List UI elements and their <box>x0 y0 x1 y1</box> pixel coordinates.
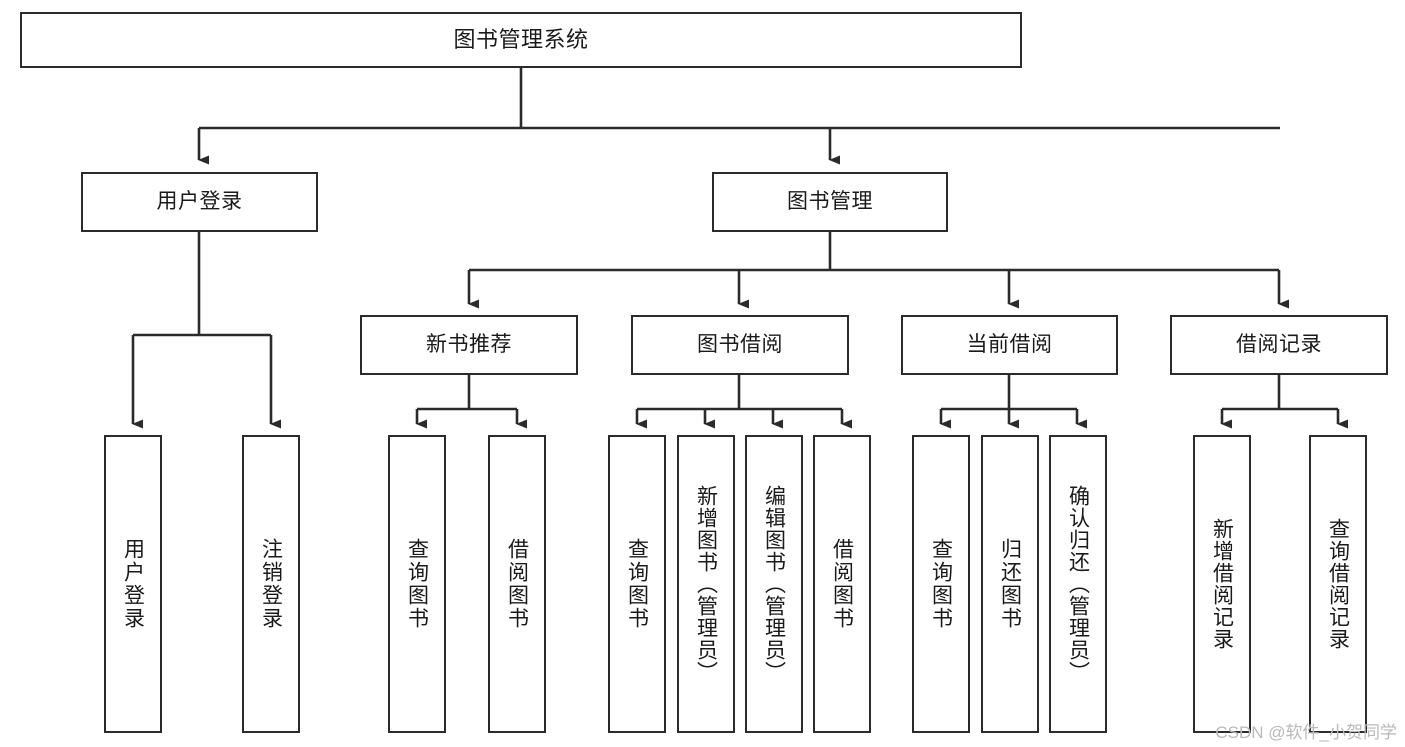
node-label: 当前借阅 <box>966 333 1053 357</box>
node-book-borrow[interactable]: 图书借阅 <box>631 315 849 375</box>
node-label: 新增图书（管理员） <box>694 485 718 683</box>
node-label: 图书管理系统 <box>453 26 589 52</box>
node-user-login[interactable]: 用户登录 <box>81 172 318 232</box>
node-label: 查询图书 <box>625 538 649 630</box>
node-label: 查询图书 <box>405 538 429 630</box>
node-borrow-record[interactable]: 借阅记录 <box>1170 315 1388 375</box>
node-leaf-confirm-return-admin[interactable]: 确认归还（管理员） <box>1049 435 1107 733</box>
node-label: 借阅记录 <box>1236 333 1322 357</box>
node-book-management[interactable]: 图书管理 <box>712 172 948 232</box>
node-label: 确认归还（管理员） <box>1066 485 1090 683</box>
node-leaf-user-login[interactable]: 用户登录 <box>104 435 162 733</box>
node-leaf-logout[interactable]: 注销登录 <box>242 435 300 733</box>
node-leaf-query-borrow-record[interactable]: 查询借阅记录 <box>1309 435 1367 733</box>
node-leaf-query-book-current[interactable]: 查询图书 <box>912 435 970 733</box>
node-label: 新书推荐 <box>426 333 512 357</box>
node-label: 查询借阅记录 <box>1326 518 1350 650</box>
node-leaf-edit-book-admin[interactable]: 编辑图书（管理员） <box>745 435 803 733</box>
node-leaf-query-book-borrow[interactable]: 查询图书 <box>608 435 666 733</box>
node-new-book-recommend[interactable]: 新书推荐 <box>360 315 578 375</box>
node-leaf-borrow-book-recommend[interactable]: 借阅图书 <box>488 435 546 733</box>
node-leaf-add-book-admin[interactable]: 新增图书（管理员） <box>677 435 735 733</box>
node-label: 图书管理 <box>787 190 873 214</box>
node-leaf-borrow-book[interactable]: 借阅图书 <box>813 435 871 733</box>
node-label: 借阅图书 <box>505 538 529 630</box>
node-label: 用户登录 <box>156 190 243 214</box>
node-label: 借阅图书 <box>830 538 854 630</box>
node-label: 查询图书 <box>929 538 953 630</box>
node-label: 注销登录 <box>259 538 283 630</box>
node-label: 编辑图书（管理员） <box>762 485 786 683</box>
node-current-borrow[interactable]: 当前借阅 <box>901 315 1118 375</box>
watermark: CSDN @软件_小贺同学 <box>1215 723 1397 742</box>
node-leaf-query-book-recommend[interactable]: 查询图书 <box>388 435 446 733</box>
node-leaf-return-book[interactable]: 归还图书 <box>981 435 1039 733</box>
node-root-book-management-system[interactable]: 图书管理系统 <box>20 12 1022 68</box>
node-label: 新增借阅记录 <box>1210 518 1234 650</box>
node-label: 归还图书 <box>998 538 1022 630</box>
node-leaf-add-borrow-record[interactable]: 新增借阅记录 <box>1193 435 1251 733</box>
node-label: 图书借阅 <box>697 333 783 357</box>
node-label: 用户登录 <box>121 538 145 630</box>
